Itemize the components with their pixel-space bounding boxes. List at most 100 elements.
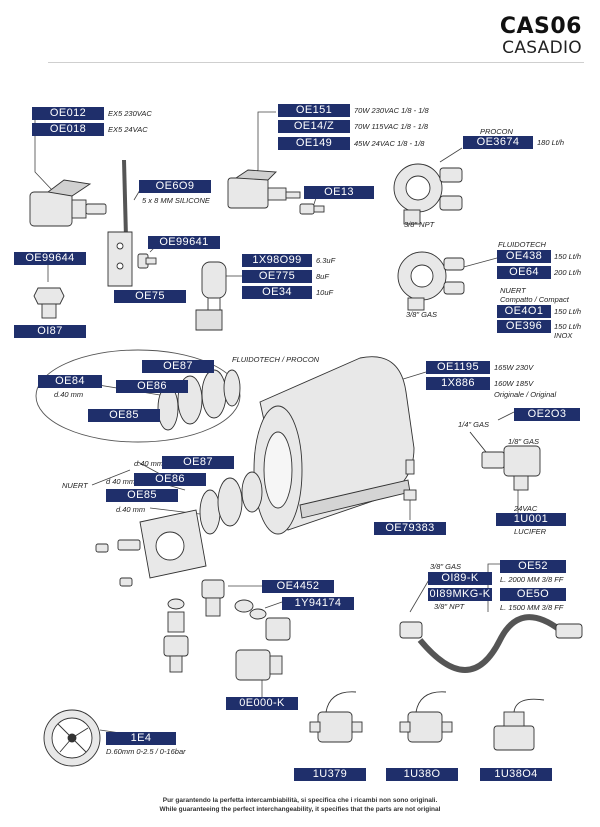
silicone-tube-part xyxy=(122,159,128,239)
part-label-oe85-lower: OE85 xyxy=(106,489,178,502)
note-oe012: EX5 230VAC xyxy=(108,109,152,118)
braided-hose-part xyxy=(399,614,583,673)
note-oe3674: 180 Lt/h xyxy=(537,138,565,147)
header-divider xyxy=(48,62,584,63)
note-oe1195: 165W 230V xyxy=(494,363,534,372)
part-label-1x886: 1X886 xyxy=(426,377,490,390)
part-label-oi87: OI87 xyxy=(14,325,86,338)
ulka-pump-part xyxy=(227,169,301,209)
pump-rotor-set-lower-part xyxy=(199,471,263,535)
leader-oe1195 xyxy=(399,371,427,381)
note-oe396: 150 Lt/h INOX xyxy=(554,322,582,340)
footer-disclaimer-en: While guaranteeing the perfect interchan… xyxy=(159,806,441,813)
part-label-1u380: 1U38O xyxy=(386,768,458,781)
procon-rotary-pump-part xyxy=(393,163,463,225)
footer-disclaimer-it: Pur garantendo la perfetta intercambiabi… xyxy=(162,797,438,804)
note-oe84: d.40 mm xyxy=(54,390,84,399)
part-label-oi89mkgk: 0I89MKG-K xyxy=(428,588,492,601)
part-label-oe012: OE012 xyxy=(32,107,104,120)
note-1e4: D.60mm 0-2.5 / 0-16bar xyxy=(106,747,186,756)
part-label-oe99644: OE99644 xyxy=(14,252,86,265)
part-label-oe396: OE396 xyxy=(497,320,551,333)
part-label-1u001: 1U001 xyxy=(496,513,566,526)
note-oe52: L. 2000 MM 3/8 FF xyxy=(500,575,564,584)
pump-rotor-set-upper-part xyxy=(157,369,241,431)
part-label-oe86-lower: OE86 xyxy=(134,473,206,486)
part-label-oe86-upper: OE86 xyxy=(116,380,188,393)
part-label-oe99641: OE99641 xyxy=(148,236,220,249)
pump-head-part xyxy=(117,509,207,579)
part-label-oe018: OE018 xyxy=(32,123,104,136)
note-lucifer: LUCIFER xyxy=(514,527,547,536)
flowmeter-1u379-part xyxy=(309,691,363,743)
leader-d40-1 xyxy=(137,461,161,475)
note-oe50: L. 1500 MM 3/8 FF xyxy=(500,603,564,612)
brand-subtitle: CASADIO xyxy=(502,38,582,58)
note-oe149: 45W 24VAC 1/8 - 1/8 xyxy=(354,139,425,148)
group-label-fluidotech-procon: FLUIDOTECH / PROCON xyxy=(232,355,320,364)
note-original: Originale / Original xyxy=(494,390,557,399)
part-label-oe75: OE75 xyxy=(114,290,186,303)
part-label-oe13: OE13 xyxy=(304,186,374,199)
nuert-compact-text: NUERT Compatto / Compact xyxy=(500,286,569,304)
part-label-1y94174: 1Y94174 xyxy=(282,597,354,610)
flowmeter-1u3804-part xyxy=(493,698,545,751)
group-label-nuert: NUERT xyxy=(62,481,88,490)
pressure-gauge-part xyxy=(43,709,101,767)
nut-fitting-part xyxy=(265,617,291,641)
pump-bracket-part xyxy=(107,231,133,287)
vibration-pump-ex5-part xyxy=(29,179,107,227)
part-label-oi89k: OI89-K xyxy=(428,572,492,585)
part-label-oe609: OE6O9 xyxy=(139,180,211,193)
part-label-1x98099: 1X98O99 xyxy=(242,254,312,267)
inlet-fitting-part xyxy=(299,203,325,215)
note-oe14z: 70W 115VAC 1/8 - 1/8 xyxy=(354,122,429,131)
part-label-oe79383: OE79383 xyxy=(374,522,446,535)
part-label-oe14z: OE14/Z xyxy=(278,120,350,133)
leader-oe012 xyxy=(34,119,53,191)
part-label-oe149: OE149 xyxy=(278,137,350,150)
note-gas14: 1/4" GAS xyxy=(458,420,490,429)
part-label-oe64: OE64 xyxy=(497,266,551,279)
part-label-0e4452: OE4452 xyxy=(262,580,334,593)
note-oe609: 5 x 8 MM SILICONE xyxy=(142,196,210,205)
leader-oe151 xyxy=(247,111,276,181)
union-fitting-part xyxy=(235,649,283,681)
part-label-oe151: OE151 xyxy=(278,104,350,117)
note-oe401: 150 Lt/h xyxy=(554,307,582,316)
fluidotech-rotary-pump-part xyxy=(397,251,465,311)
note-oe438: 150 Lt/h xyxy=(554,252,582,261)
screw-part xyxy=(95,543,133,587)
leader-oe3674 xyxy=(439,147,463,163)
note-1x98099: 6.3uF xyxy=(316,256,336,265)
group-label-procon: PROCON xyxy=(480,127,513,136)
oring-filter-part xyxy=(234,599,267,620)
brass-fitting-part xyxy=(33,287,65,319)
page-title: CAS06 xyxy=(499,14,582,39)
note-gas38a: 3/8" GAS xyxy=(406,310,438,319)
part-label-oe84: OE84 xyxy=(38,375,102,388)
part-label-oe50: OE5O xyxy=(500,588,566,601)
leader-1y94174 xyxy=(264,601,283,609)
note-oe151: 70W 230VAC 1/8 - 1/8 xyxy=(354,106,429,115)
mounting-bolt-part xyxy=(403,459,417,501)
part-label-oe203: OE2O3 xyxy=(514,408,580,421)
part-label-oe52: OE52 xyxy=(500,560,566,573)
note-d40-2: d 40 mm xyxy=(106,477,136,486)
part-label-oe1195: OE1195 xyxy=(426,361,490,374)
leader-oe203 xyxy=(497,411,515,421)
part-label-0e000k: 0E000-K xyxy=(226,697,298,710)
part-label-oe438: OE438 xyxy=(497,250,551,263)
note-1x886: 160W 185V xyxy=(494,379,534,388)
group-label-nuert-compact: NUERT Compatto / Compact xyxy=(500,286,569,304)
note-d40-1: d.40 mm xyxy=(134,459,164,468)
note-gas38b: 3/8" GAS xyxy=(430,562,462,571)
part-label-oe3674: OE3674 xyxy=(463,136,533,149)
note-oe64: 200 Lt/h xyxy=(554,268,582,277)
part-label-oe775: OE775 xyxy=(242,270,312,283)
note-d40-3: d.40 mm xyxy=(116,505,146,514)
elbow-fitting-part xyxy=(137,253,157,269)
pump-motor-part xyxy=(253,356,415,535)
group-label-fluidotech: FLUIDOTECH xyxy=(498,240,546,249)
part-label-oe34: OE34 xyxy=(242,286,312,299)
